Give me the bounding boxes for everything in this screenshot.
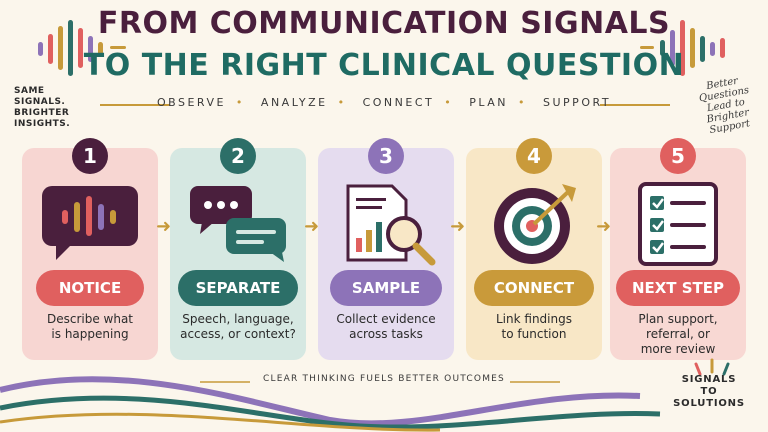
side-note-right: Better Questions Lead to Brighter Suppor… — [684, 72, 768, 139]
nav-rule-left — [100, 104, 170, 106]
desc-line: Speech, language, — [182, 312, 294, 326]
step-desc-2: Speech, language, access, or context? — [170, 312, 306, 342]
step-number-4: 4 — [516, 138, 552, 174]
page-title-line1: FROM COMMUNICATION SIGNALS — [97, 6, 671, 41]
desc-line: Link findings — [496, 312, 572, 326]
side-left-line: SIGNALS. — [14, 97, 66, 107]
arrow-right-icon: ➜ — [304, 216, 320, 237]
side-left-line: SAME — [14, 86, 45, 96]
waveform-right-icon — [640, 20, 725, 76]
desc-line: Plan support, — [638, 312, 718, 326]
chat-bubbles-icon — [190, 186, 286, 262]
desc-line: access, or context? — [180, 327, 296, 341]
nav-item-analyze: ANALYZE — [260, 96, 328, 109]
sparkle-icon — [694, 358, 730, 376]
step-label-5: NEXT STEP — [616, 270, 740, 306]
step-desc-5: Plan support, referral, or more review — [610, 312, 746, 357]
document-magnifier-icon — [346, 184, 436, 266]
checklist-icon — [638, 182, 718, 266]
desc-line: more review — [640, 342, 716, 356]
page-title-line2: TO THE RIGHT CLINICAL QUESTION — [83, 48, 685, 83]
step-desc-1: Describe what is happening — [22, 312, 158, 342]
step-desc-4: Link findings to function — [466, 312, 602, 342]
step-card-1 — [22, 148, 158, 360]
waveform-left-icon — [38, 20, 126, 76]
nav-item-plan: PLAN — [469, 96, 509, 109]
desc-line: referral, or — [646, 327, 710, 341]
step-label-2: SEPARATE — [178, 270, 298, 306]
nav-steps: OBSERVE• ANALYZE• CONNECT• PLAN• SUPPORT — [156, 96, 612, 109]
step-label-1: NOTICE — [36, 270, 144, 306]
desc-line: across tasks — [349, 327, 423, 341]
desc-line: Describe what — [46, 312, 134, 326]
arrow-right-icon: ➜ — [596, 216, 612, 237]
step-desc-3: Collect evidence across tasks — [318, 312, 454, 342]
nav-item-observe: OBSERVE — [156, 96, 226, 109]
side-left-line: BRIGHTER — [14, 108, 70, 118]
nav-item-support: SUPPORT — [543, 96, 612, 109]
step-number-5: 5 — [660, 138, 696, 174]
decorative-wave — [0, 376, 661, 432]
nav-item-connect: CONNECT — [362, 96, 435, 109]
arrow-right-icon: ➜ — [156, 216, 172, 237]
signals-line: SIGNALS — [681, 374, 737, 385]
side-note-left: SAME SIGNALS. BRIGHTER INSIGHTS. — [14, 86, 70, 130]
signals-badge: SIGNALS TO SOLUTIONS — [664, 374, 754, 410]
step-number-2: 2 — [220, 138, 256, 174]
desc-line: is happening — [51, 327, 129, 341]
step-number-3: 3 — [368, 138, 404, 174]
step-label-3: SAMPLE — [330, 270, 442, 306]
step-label-4: CONNECT — [474, 270, 594, 306]
footer-tagline: CLEAR THINKING FUELS BETTER OUTCOMES — [263, 374, 505, 384]
desc-line: to function — [501, 327, 567, 341]
arrow-right-icon: ➜ — [450, 216, 466, 237]
nav-rule-right — [600, 104, 670, 106]
step-number-1: 1 — [72, 138, 108, 174]
target-arrow-icon — [494, 184, 576, 264]
voice-waveform-icon — [42, 186, 138, 260]
desc-line: Collect evidence — [336, 312, 436, 326]
side-left-line: INSIGHTS. — [14, 119, 71, 129]
signals-line: TO SOLUTIONS — [673, 386, 745, 409]
